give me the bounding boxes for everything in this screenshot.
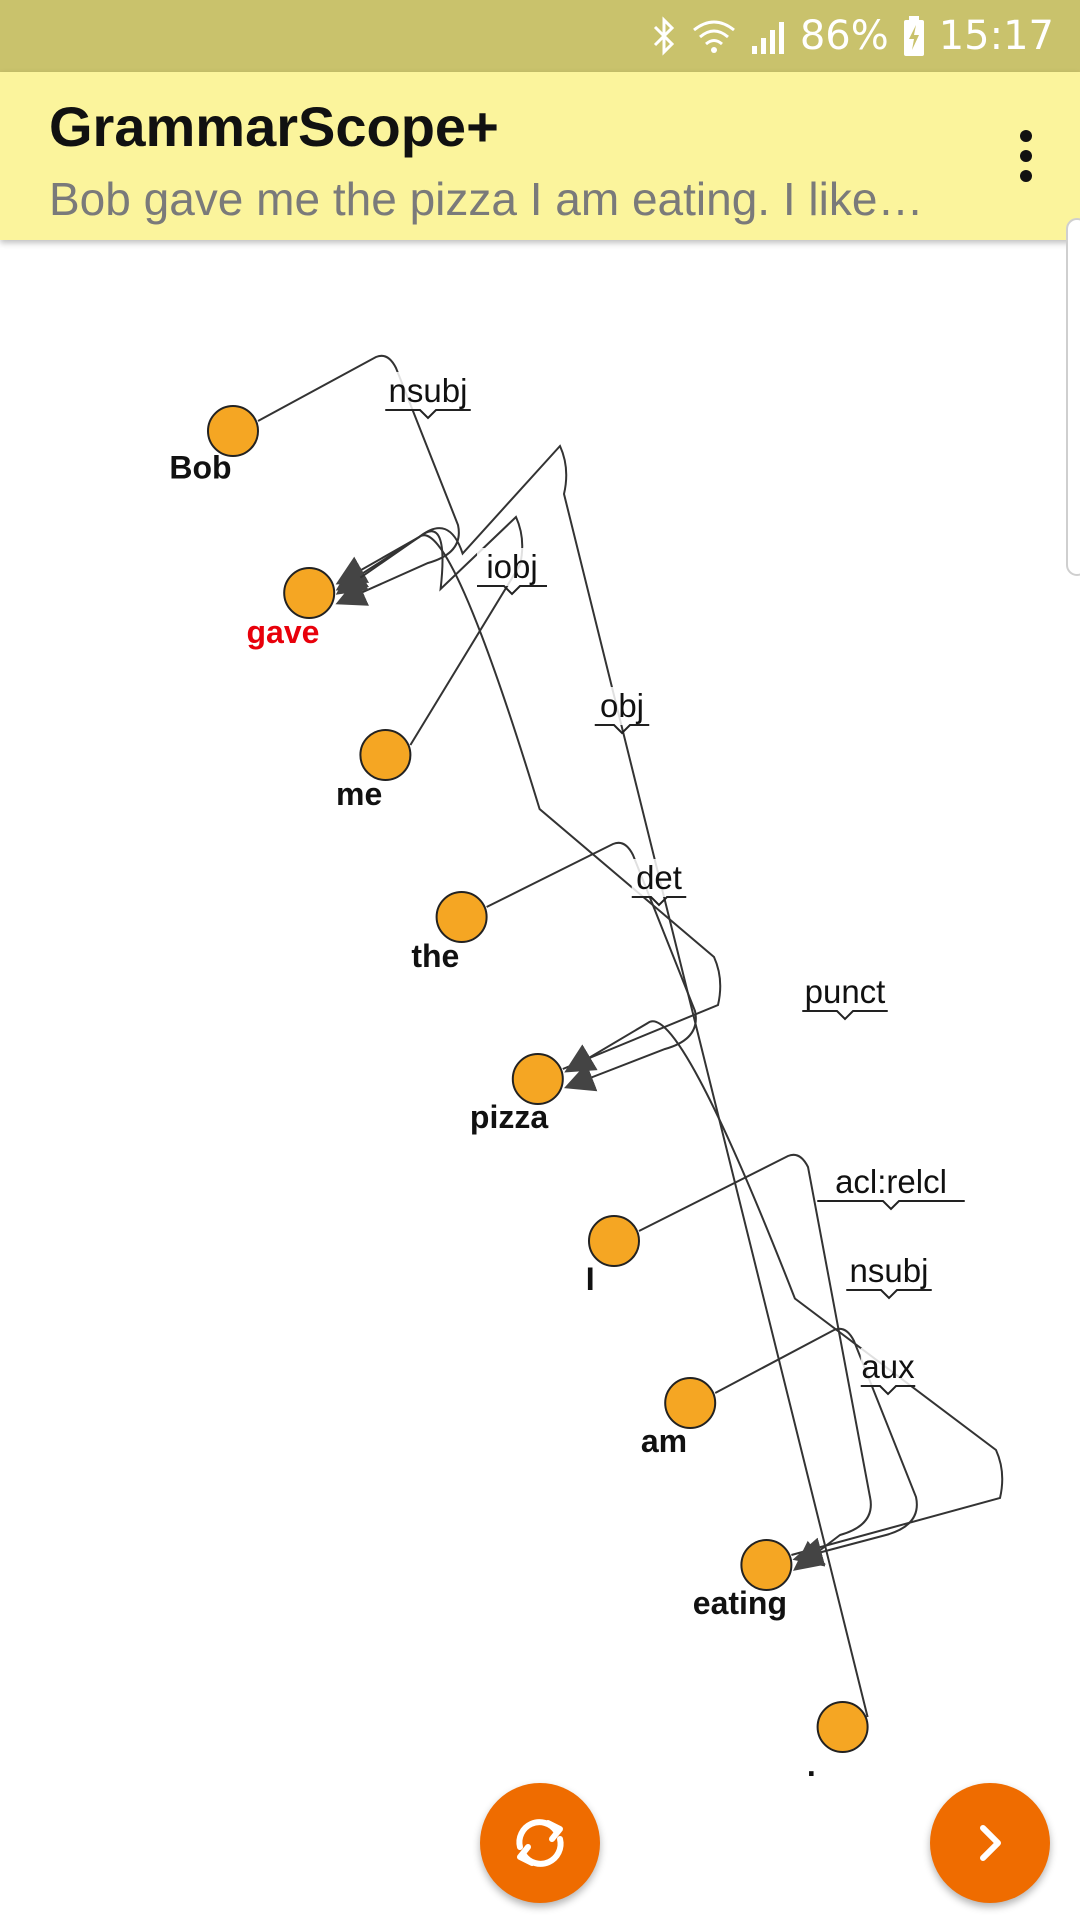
arc-label-bg	[385, 372, 471, 410]
dependency-arc-det	[486, 841, 697, 1092]
token-label: the	[411, 938, 459, 974]
arc-label-underline	[817, 1200, 965, 1211]
arc-label-underline	[477, 585, 547, 596]
token-label: pizza	[470, 1099, 548, 1135]
status-bar: 86% 15:17	[0, 0, 1080, 72]
overflow-menu-button[interactable]	[994, 124, 1058, 188]
side-panel-handle[interactable]	[1066, 218, 1080, 576]
arc-label[interactable]: aux	[861, 1348, 915, 1385]
app-title: GrammarScope+	[49, 95, 499, 158]
sentence-subtitle: Bob gave me the pizza I am eating. I lik…	[49, 173, 924, 225]
signal-icon	[751, 22, 784, 54]
token-node[interactable]	[740, 1539, 793, 1591]
token-node[interactable]	[283, 567, 336, 619]
chevron-right-icon	[980, 1825, 1001, 1861]
arc-label-bg	[817, 1163, 965, 1201]
dependency-arc-nsubj	[638, 1153, 872, 1571]
arc-label[interactable]: iobj	[486, 548, 537, 585]
arc-label[interactable]: acl:relcl	[835, 1163, 947, 1200]
bluetooth-icon	[653, 16, 674, 56]
arc-label-bg	[846, 1252, 932, 1290]
token-node[interactable]	[435, 891, 488, 943]
more-vert-icon	[1020, 130, 1032, 142]
next-button[interactable]	[930, 1783, 1050, 1903]
token-label: eating	[693, 1585, 787, 1621]
refresh-icon	[516, 1819, 564, 1867]
arc-label-underline	[846, 1289, 932, 1300]
arc-label[interactable]: nsubj	[850, 1252, 929, 1289]
arc-label-bg	[631, 859, 687, 897]
token-node[interactable]	[664, 1377, 717, 1429]
arc-label-underline	[631, 896, 687, 907]
token-node[interactable]	[207, 405, 259, 457]
token-label: Bob	[169, 450, 231, 486]
dependency-arc-acl-relcl	[564, 1020, 1004, 1556]
battery-percent: 86%	[799, 13, 889, 59]
arc-label[interactable]: det	[636, 859, 682, 896]
arc-label[interactable]: obj	[600, 687, 644, 724]
clock: 15:17	[938, 13, 1054, 59]
arc-label[interactable]: punct	[805, 973, 886, 1010]
token-label: am	[641, 1423, 687, 1459]
arc-label-bg	[802, 973, 888, 1011]
arc-label-underline	[385, 409, 471, 420]
dependency-arc-aux	[714, 1327, 918, 1567]
token-node[interactable]	[359, 729, 412, 781]
refresh-button[interactable]	[480, 1783, 600, 1903]
dependency-arc-obj	[335, 534, 722, 1070]
token-node[interactable]	[816, 1701, 869, 1753]
arc-label-bg	[477, 548, 547, 586]
root-token-label: gave	[246, 614, 319, 650]
token-node[interactable]	[588, 1215, 640, 1267]
arc-label-underline	[594, 724, 650, 735]
app-bar: GrammarScope+ Bob gave me the pizza I am…	[0, 72, 1080, 240]
token-label: I	[586, 1261, 595, 1297]
token-label: me	[336, 776, 382, 812]
token-label: .	[807, 1747, 816, 1780]
arc-label-underline	[802, 1010, 888, 1021]
arc-label-underline	[860, 1385, 916, 1396]
arc-label[interactable]: nsubj	[389, 372, 468, 409]
token-node[interactable]	[511, 1053, 564, 1105]
wifi-icon	[692, 20, 735, 53]
arc-label-bg	[860, 1348, 916, 1386]
arc-label-bg	[594, 687, 650, 725]
dependency-arc-punct	[335, 444, 869, 1718]
battery-charging-icon	[903, 16, 924, 56]
